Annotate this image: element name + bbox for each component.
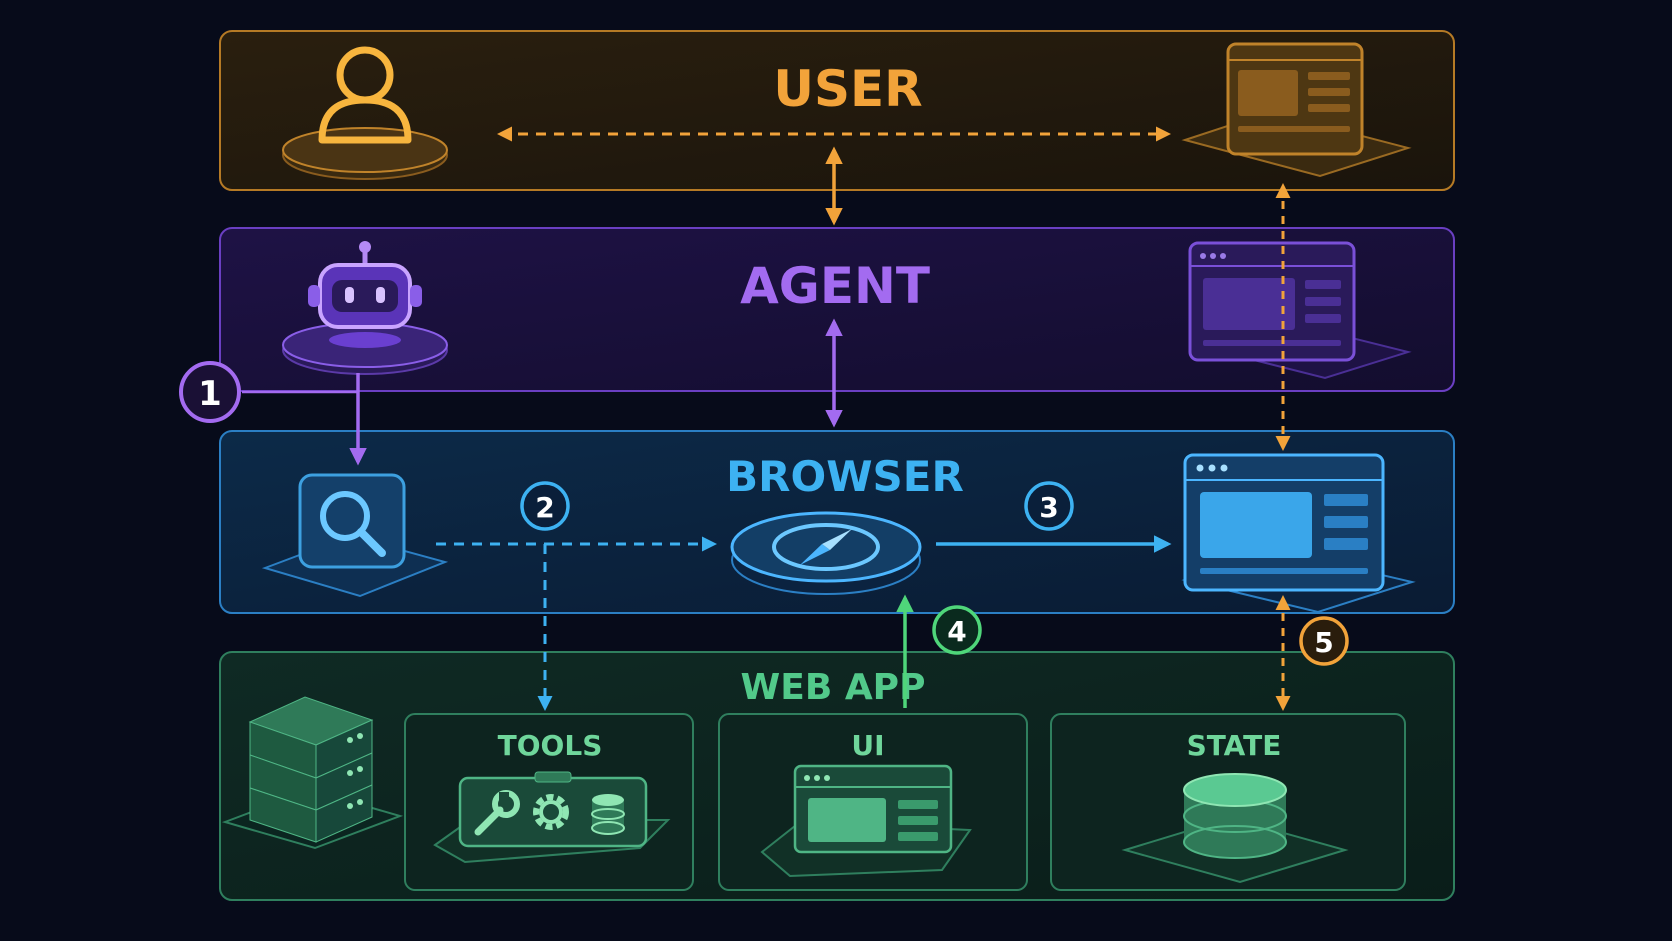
compass-icon: [730, 511, 922, 595]
user-icon: [282, 46, 448, 180]
step-4-label: 4: [947, 615, 966, 648]
step-5-label: 5: [1314, 626, 1333, 659]
step-1-label: 1: [198, 374, 222, 414]
screen-icon: [1188, 241, 1412, 380]
screen-icon: [1181, 42, 1412, 178]
search-icon: [261, 473, 449, 598]
step-badge-4: 4: [932, 605, 982, 655]
step-badge-2: 2: [520, 481, 570, 531]
database-icon: [591, 794, 625, 835]
step-badge-3: 3: [1024, 481, 1074, 531]
database-icon: [1121, 773, 1349, 884]
gear-icon: [533, 794, 569, 830]
webapp-layer-label: WEB APP: [741, 667, 926, 708]
browser-window-icon: [1181, 453, 1416, 614]
step-badge-5: 5: [1299, 616, 1349, 666]
ui-window-icon: [760, 764, 972, 878]
ui-module-label: UI: [851, 729, 884, 762]
step-badge-1: 1: [179, 361, 241, 423]
step-3-label: 3: [1039, 491, 1058, 524]
user-layer-label: USER: [773, 60, 922, 118]
toolbox-icon: [433, 771, 671, 864]
robot-icon: [282, 241, 448, 375]
browser-layer-label: BROWSER: [726, 452, 964, 501]
tools-module-label: TOOLS: [498, 729, 603, 762]
wrench-icon: [474, 790, 520, 836]
agent-layer-label: AGENT: [740, 257, 930, 315]
step-2-label: 2: [535, 491, 554, 524]
state-module-label: STATE: [1187, 729, 1282, 762]
server-icon: [221, 696, 404, 850]
